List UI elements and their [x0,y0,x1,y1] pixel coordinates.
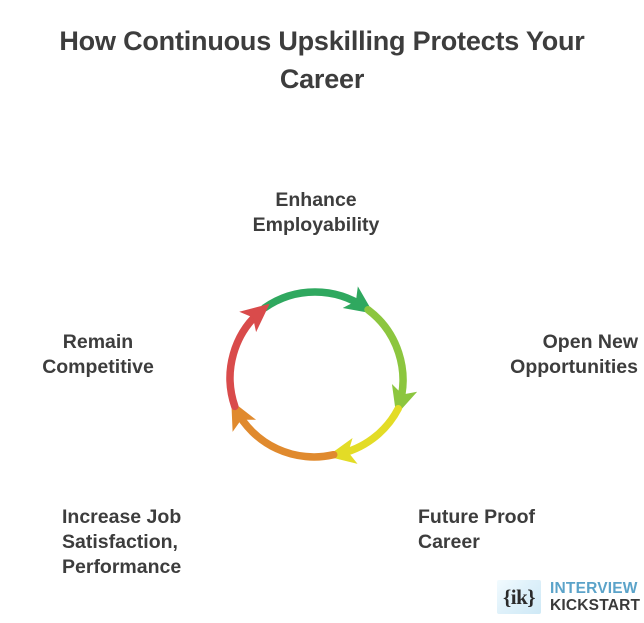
cycle-label-increase-job-satisfaction: Increase Job Satisfaction, Performance [62,506,182,578]
arc-future-proof-career [327,404,402,464]
cycle-label-open-new-opportunities: Open New Opportunities [510,331,638,378]
arc-open-new-opportunities [364,305,418,416]
brand-line-kickstart: KICKSTART [550,596,641,614]
arc-remain-competitive [226,303,270,411]
page-title: How Continuous Upskilling Protects Your … [59,26,585,94]
interview-kickstart-logo: {ik} INTERVIEW KICKSTART [497,578,640,616]
arc-enhance-employability [260,286,374,314]
brand-wordmark: INTERVIEW KICKSTART [550,581,640,613]
cycle-label-enhance-employability: Enhance Employability [252,189,380,236]
ik-logo-mark: {ik} [497,580,541,614]
brand-line-interview: INTERVIEW [550,580,638,597]
cycle-label-remain-competitive: Remain Competitive [42,331,154,378]
arc-increase-job-satisfaction [231,400,338,461]
cycle-label-future-proof-career: Future Proof Career [418,506,535,553]
